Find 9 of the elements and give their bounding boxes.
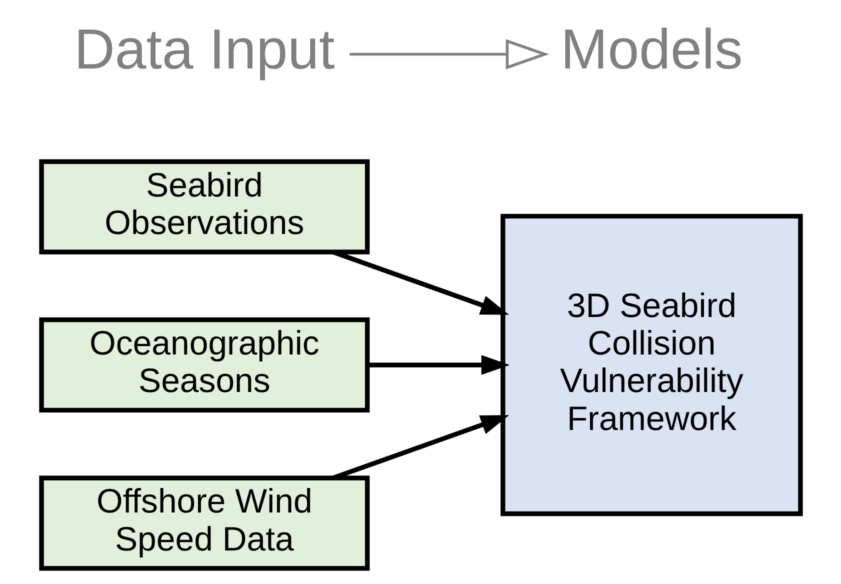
node-box: Seabird Observations [38,159,370,254]
arrow [349,39,549,70]
node-box: 3D Seabird Collision Vulnerability Framework [500,214,802,516]
arrow [367,355,510,375]
node-text: Models [560,17,742,80]
node-box: Oceanographic Seasons [38,317,370,413]
node-box: Offshore Wind Speed Data [38,476,370,571]
node-text: Data Input [74,17,334,80]
arrow [332,250,509,315]
